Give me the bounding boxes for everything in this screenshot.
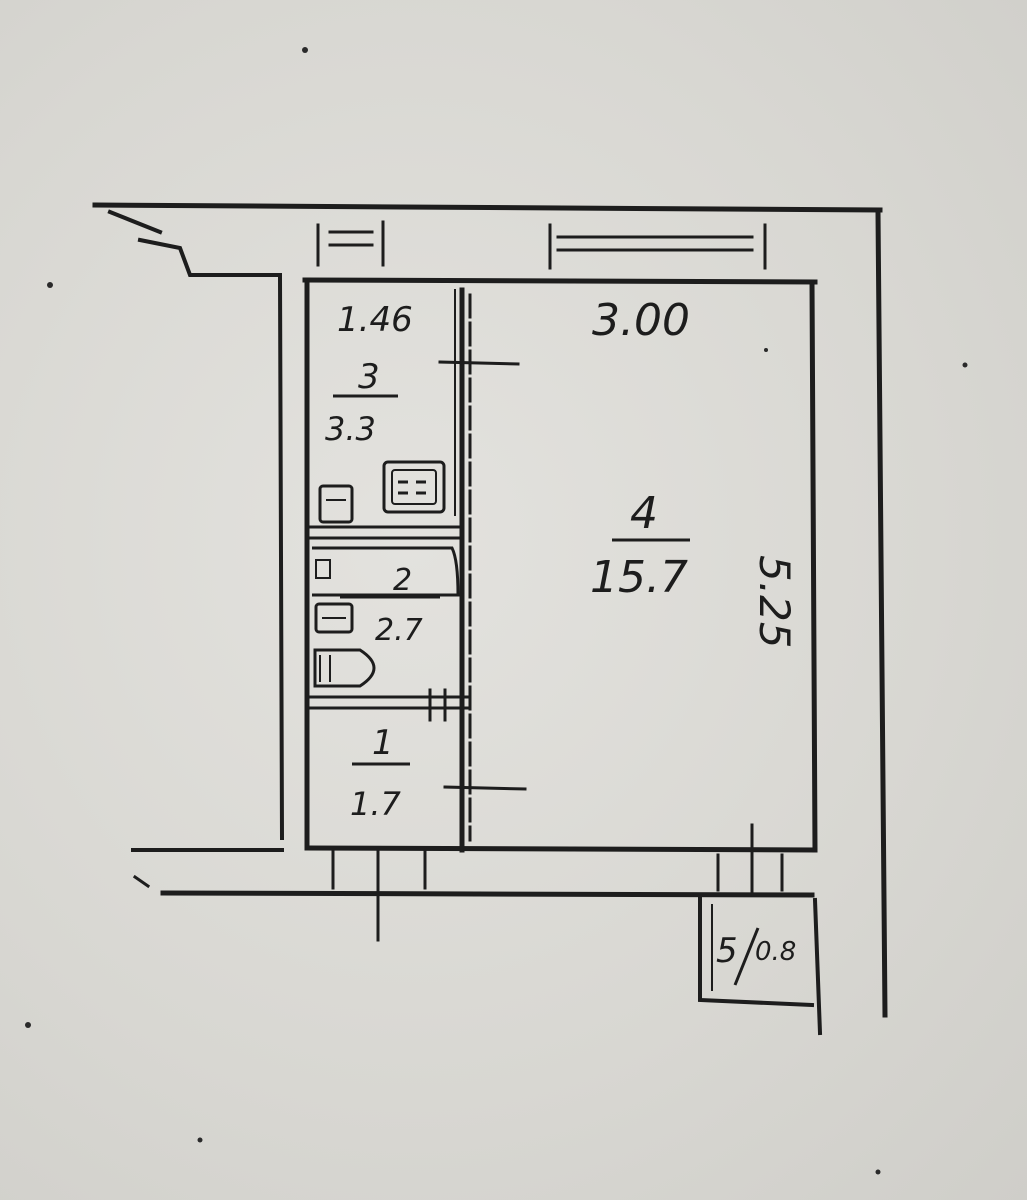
inner-wall-bottom [304, 845, 818, 853]
separator-2-1 [305, 695, 472, 710]
separator-door-post [428, 688, 447, 722]
corridor-width-dim: 1.46 [337, 300, 413, 340]
inner-wall-right [809, 279, 818, 853]
room-width-dim: 3.00 [592, 295, 690, 346]
sink-kitchen-icon [318, 484, 354, 524]
room-5-slash [733, 927, 760, 986]
top-left-stub [107, 209, 282, 277]
room-3-area: 3.3 [325, 410, 376, 448]
room-4-area: 15.7 [590, 552, 688, 603]
room-5-area: 0.8 [755, 937, 796, 967]
room-1-area: 1.7 [350, 785, 402, 823]
outer-wall-top [92, 202, 883, 213]
door-tick-top [438, 360, 520, 366]
entrance-door [331, 850, 427, 942]
separator-3-2 [305, 525, 464, 540]
outer-wall-right [875, 209, 888, 1018]
stove-top-icon [391, 469, 437, 505]
room-1-number: 1 [372, 723, 394, 763]
toilet-tank-icon [319, 655, 331, 682]
speck [875, 1169, 881, 1175]
speck [764, 348, 768, 352]
room-2-number: 2 [393, 563, 412, 598]
room-3-number: 3 [358, 357, 380, 397]
bottom-stub [132, 874, 151, 889]
speck [962, 362, 968, 368]
room-length-dim: 5.25 [750, 555, 799, 649]
bath-fixture-icon [315, 559, 331, 579]
speck [25, 1022, 31, 1028]
room-2-area: 2.7 [375, 613, 423, 648]
room-5-number: 5 [716, 931, 738, 971]
speck [197, 1137, 203, 1143]
balcony-door [716, 823, 784, 897]
washbasin-icon [314, 602, 354, 634]
stove-burner-icon [398, 480, 426, 495]
stove-icon [382, 460, 446, 514]
toilet-icon [313, 648, 376, 688]
room-4-number: 4 [630, 488, 658, 539]
bottom-line-lower [160, 890, 815, 898]
window-right [548, 223, 767, 270]
window-left [316, 220, 385, 267]
inner-wall-top [302, 277, 818, 285]
bathtub-icon [312, 546, 460, 597]
speck [47, 282, 53, 288]
balcony-outline [698, 896, 823, 1036]
left-outer-wall [277, 275, 285, 841]
speck [302, 47, 308, 53]
door-tick-bottom [443, 785, 527, 791]
